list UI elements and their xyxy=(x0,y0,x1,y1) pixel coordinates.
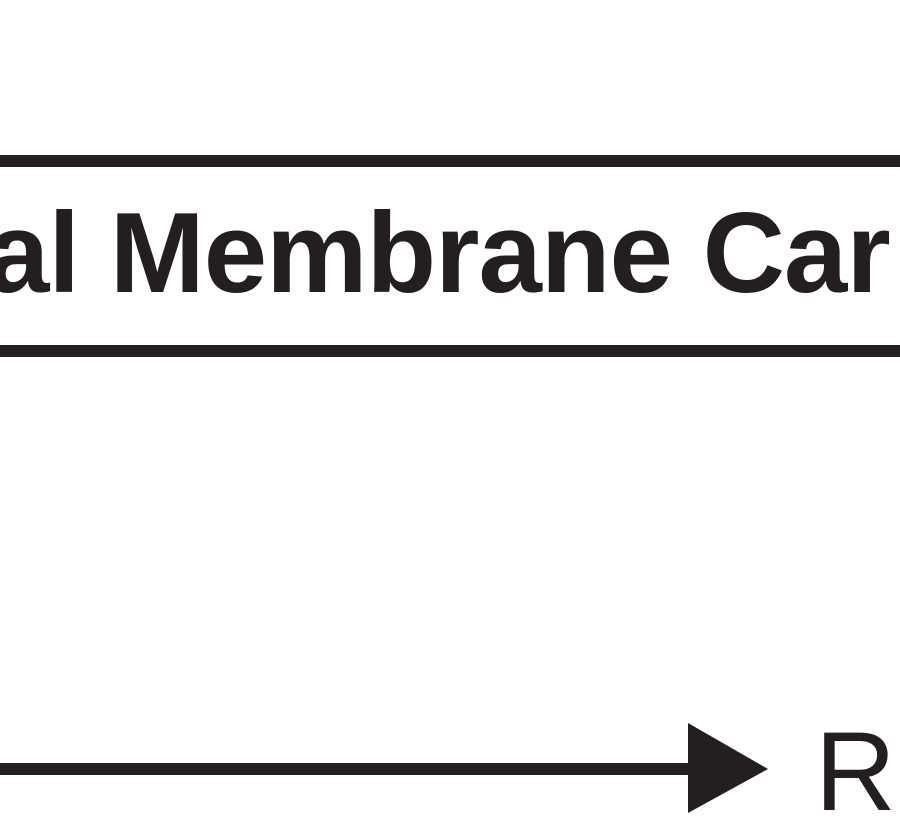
arrow-head xyxy=(688,723,768,813)
banner-title: al Membrane Car xyxy=(0,190,891,317)
arrow-label: R xyxy=(815,709,896,834)
right-arrow-icon xyxy=(0,723,768,813)
banner-top-rule xyxy=(0,155,900,167)
banner-bottom-rule xyxy=(0,345,900,357)
arrow-shaft xyxy=(0,763,700,775)
